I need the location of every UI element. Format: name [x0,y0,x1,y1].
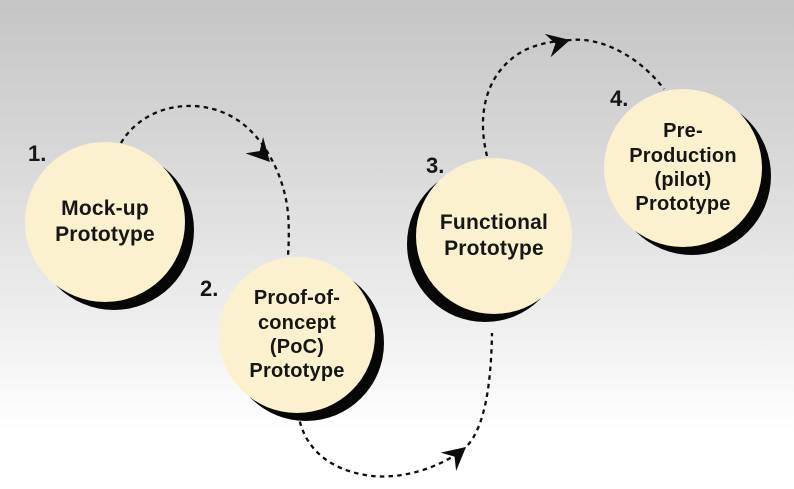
stage-4-number: 4. [610,86,629,111]
stage-circle-pre-production: Pre- Production (pilot) Prototype [604,89,762,247]
stage-3-label: Functional Prototype [439,211,549,260]
arrowhead-icon-2-3 [440,447,466,471]
stage-4-label: Pre- Production (pilot) Prototype [629,120,737,216]
arrowhead-icon-1-2 [245,136,270,162]
stage-3-number: 3. [426,153,445,178]
dashed-connector-2-3 [296,332,494,478]
stage-1-label: Mock-up Prototype [55,197,155,246]
stage-circle-mock-up: Mock-up Prototype [25,142,185,302]
stage-2-number: 2. [200,276,219,301]
dashed-connector-3-4 [481,38,665,157]
stage-circle-proof-of-concept: Proof-of- concept (PoC) Prototype [219,257,375,413]
stage-1-number: 1. [28,141,47,166]
arrowhead-icon-3-4 [544,33,570,58]
dashed-connector-1-2 [120,104,290,257]
stage-circle-functional: Functional Prototype [416,158,572,314]
stage-2-label: Proof-of- concept (PoC) Prototype [249,287,345,383]
